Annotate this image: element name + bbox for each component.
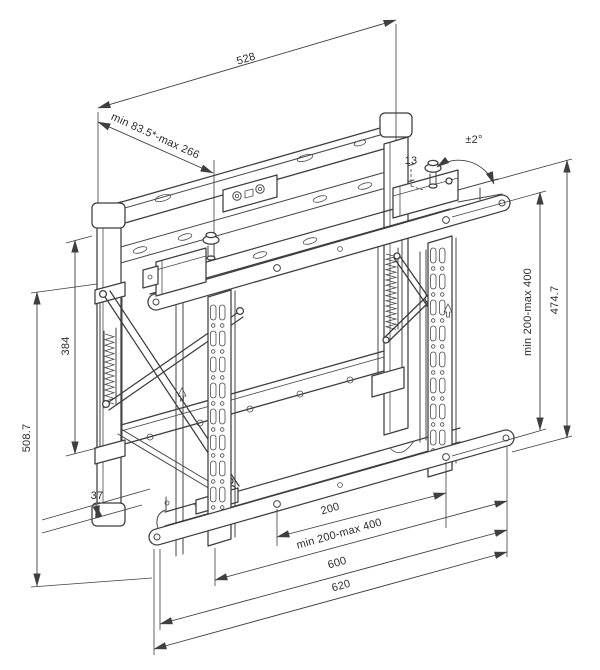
spring-right xyxy=(384,253,398,330)
dim-vesa-height-range-label: min 200-max 400 xyxy=(522,268,534,356)
dim-overall-height-left-label: 508.7 xyxy=(21,424,33,453)
dim-line-top-width xyxy=(97,19,397,109)
wall-bottom-rail xyxy=(120,350,385,426)
wall-plate xyxy=(91,112,415,527)
center-bracket xyxy=(222,174,278,213)
dim-line-37 xyxy=(92,504,103,519)
dim-vesa-200-label: 200 xyxy=(319,501,340,518)
front-side-rail-left xyxy=(175,297,184,557)
wall-rail-left-cap xyxy=(91,202,126,229)
wall-slotted-rail xyxy=(102,163,415,253)
spring-left xyxy=(103,333,116,405)
dim-arc-tilt xyxy=(436,156,495,185)
dim-line-620 xyxy=(153,551,508,650)
slide-direction-arrow-right xyxy=(443,303,453,318)
front-side-rail-right xyxy=(419,249,427,443)
dim-tilt-range-label: ±2° xyxy=(465,134,482,146)
dim-line-depth-range xyxy=(97,121,214,174)
dim-knob-offset-label: 13 xyxy=(405,155,418,167)
adjust-knob-left xyxy=(202,231,220,261)
dim-bottom-offset-label: 37 xyxy=(91,490,104,502)
scissor-arm-right-b xyxy=(383,296,431,343)
top-arm xyxy=(147,194,511,311)
dim-top-width-label: 528 xyxy=(235,51,257,68)
slide-direction-arrow-left xyxy=(177,387,187,402)
dim-600-label: 600 xyxy=(326,555,347,572)
clamp-left xyxy=(142,231,220,297)
scissor-mechanism-left xyxy=(94,281,245,503)
wall-top-beam-edge xyxy=(96,119,409,210)
wall-rail-left xyxy=(96,201,122,519)
dim-depth-range-label: min 83.5*-max 266 xyxy=(109,111,201,162)
dim-620-label: 620 xyxy=(330,578,351,595)
dim-wall-plate-height-label: 384 xyxy=(60,337,72,356)
dim-overall-height-right-label: 474.7 xyxy=(549,286,561,315)
latch-lever-left xyxy=(142,265,159,289)
vesa-strip-right xyxy=(427,235,457,478)
